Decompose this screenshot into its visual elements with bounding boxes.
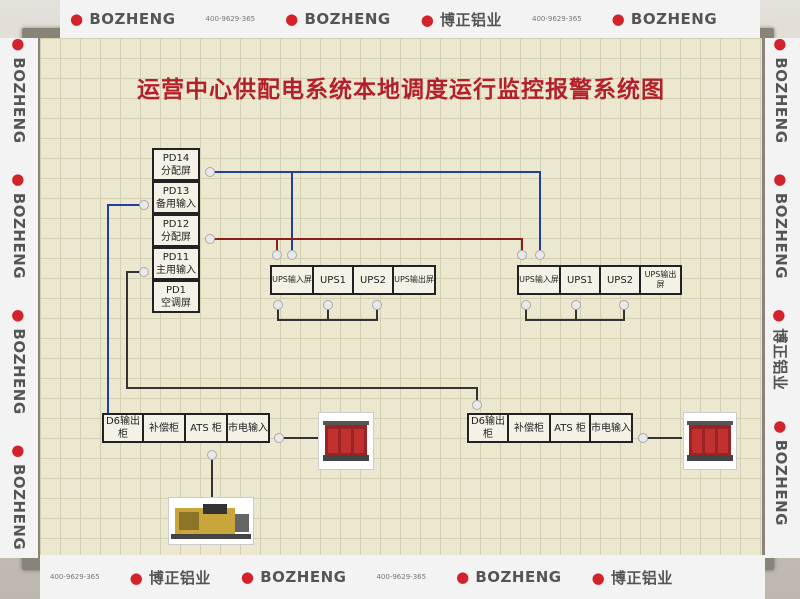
indicator-knob [272, 250, 282, 260]
switchgear-panel: D6输出柜 [467, 413, 509, 443]
pd-panel: PD14 分配屏 [152, 148, 200, 181]
switchgear-panel: 补偿柜 [142, 413, 186, 443]
pd-label: 分配屏 [161, 231, 191, 244]
indicator-knob [274, 433, 284, 443]
blue-wire [212, 172, 540, 255]
transformer-icon [684, 413, 736, 469]
indicator-knob [273, 300, 283, 310]
generator-icon [169, 498, 253, 544]
ups-panel: UPS输出屏 [392, 265, 436, 295]
ups-panel: UPS2 [352, 265, 394, 295]
switchgear-panel: 市电输入 [226, 413, 270, 443]
pd-panel: PD1 空调屏 [152, 280, 200, 313]
indicator-knob [638, 433, 648, 443]
switchgear-panel: D6输出柜 [102, 413, 144, 443]
indicator-knob [472, 400, 482, 410]
pd-id: PD12 [163, 218, 189, 231]
pd-panel: PD13 备用输入 [152, 181, 200, 214]
ups-panel: UPS输出屏 [639, 265, 682, 295]
switchgear-panel: ATS 柜 [184, 413, 228, 443]
pd-label: 空调屏 [161, 297, 191, 310]
indicator-knob [207, 450, 217, 460]
pd-panel: PD11 主用输入 [152, 247, 200, 280]
indicator-knob [571, 300, 581, 310]
pd-id: PD1 [166, 284, 186, 297]
pd-label: 分配屏 [161, 165, 191, 178]
indicator-knob [139, 200, 149, 210]
ups-panel: UPS2 [599, 265, 641, 295]
transformer-image [318, 412, 374, 470]
transformer-icon [319, 413, 373, 469]
ups-panel: UPS输入屏 [270, 265, 314, 295]
ups-panel: UPS1 [312, 265, 354, 295]
pd-id: PD11 [163, 251, 189, 264]
indicator-knob [372, 300, 382, 310]
indicator-knob [205, 234, 215, 244]
switchgear-panel: ATS 柜 [549, 413, 591, 443]
switchgear-panel: 市电输入 [589, 413, 633, 443]
indicator-knob [323, 300, 333, 310]
transformer-image [683, 412, 737, 470]
generator-image [168, 497, 254, 545]
pd-id: PD13 [163, 185, 189, 198]
pd-label: 备用输入 [156, 198, 196, 211]
indicator-knob [619, 300, 629, 310]
red-wire [212, 239, 522, 255]
pd-label: 主用输入 [156, 264, 196, 277]
indicator-knob [205, 167, 215, 177]
ups-panel: UPS输入屏 [517, 265, 561, 295]
ups-panel: UPS1 [559, 265, 601, 295]
indicator-knob [139, 267, 149, 277]
pd-id: PD14 [163, 152, 189, 165]
indicator-knob [517, 250, 527, 260]
switchgear-panel: 补偿柜 [507, 413, 551, 443]
pd-panel: PD12 分配屏 [152, 214, 200, 247]
indicator-knob [535, 250, 545, 260]
indicator-knob [287, 250, 297, 260]
indicator-knob [521, 300, 531, 310]
